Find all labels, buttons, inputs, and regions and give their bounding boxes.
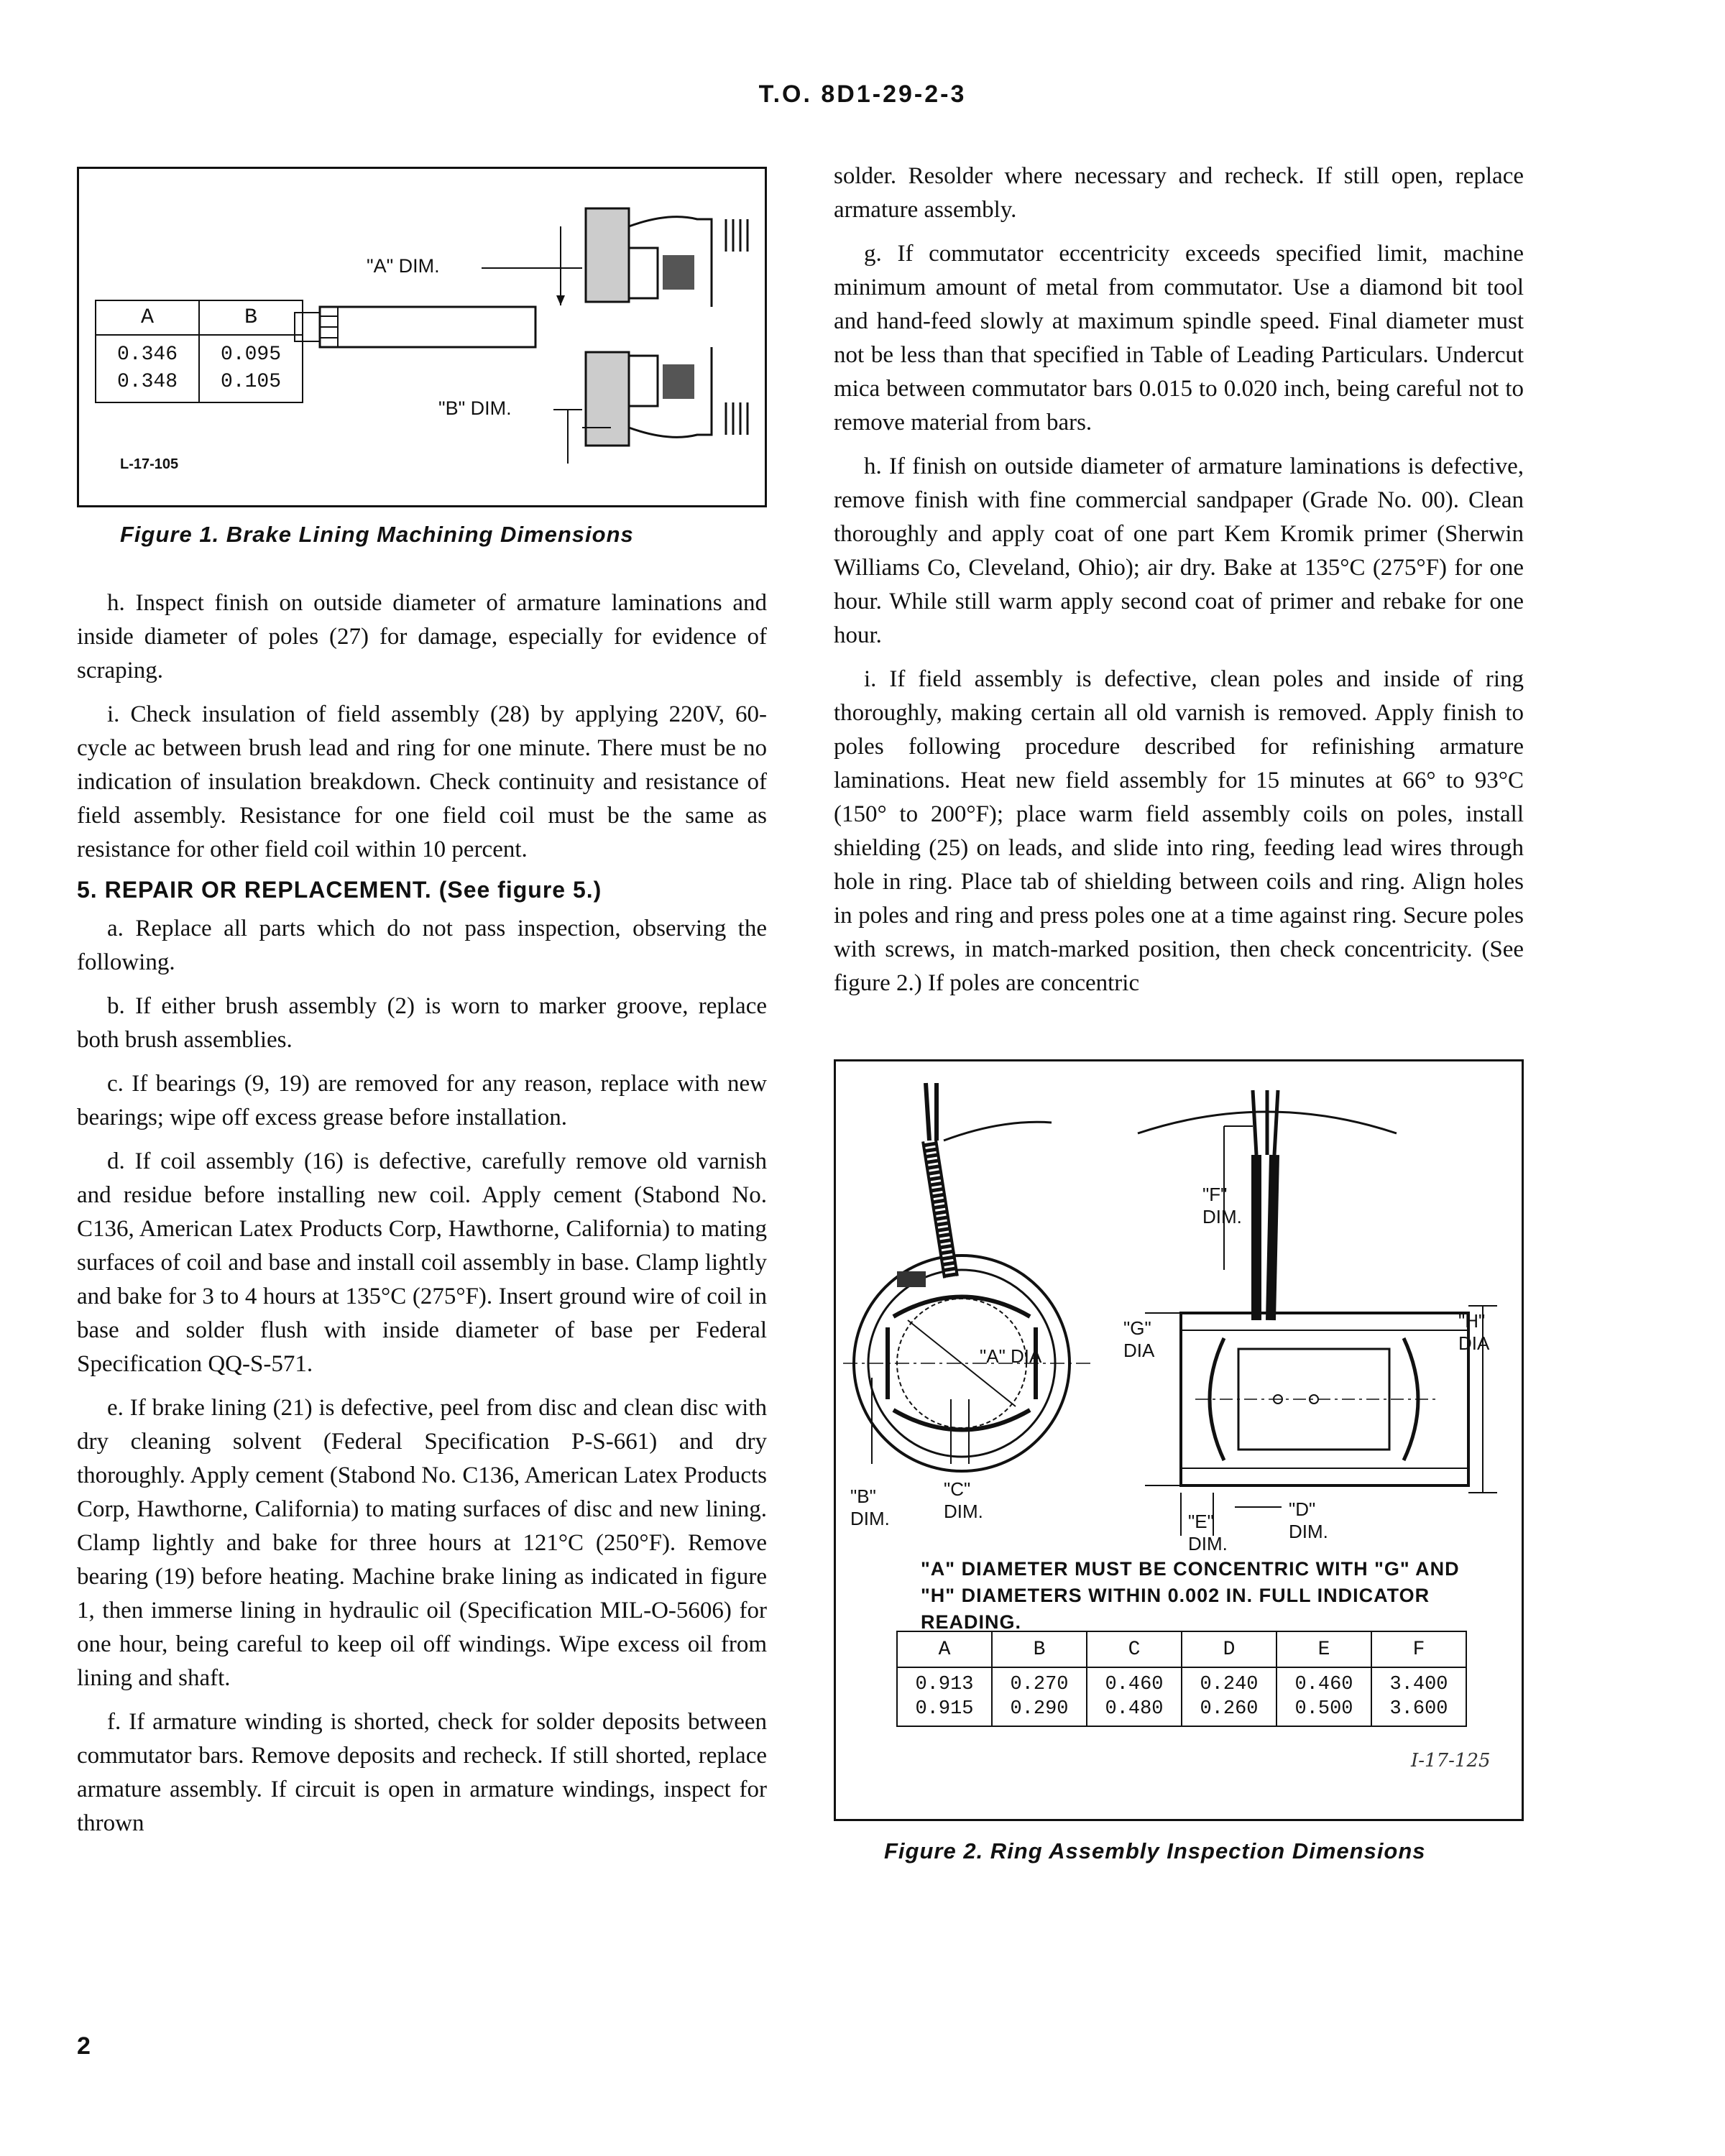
table-cell-b: 0.270 0.290: [991, 1667, 1087, 1727]
table-header-e: E: [1276, 1631, 1372, 1668]
table-cell-e: 0.460 0.500: [1276, 1667, 1372, 1727]
table-header-a: A: [896, 1631, 993, 1668]
label-b-dim: "B" DIM.: [850, 1485, 890, 1529]
table-cell-a: 0.913 0.915: [896, 1667, 993, 1727]
figure-2-dimension-table: A B C D E F 0.913 0.915 0.270 0.290 0.46…: [896, 1631, 1467, 1727]
label-e-dim: "E" DIM.: [1188, 1511, 1228, 1554]
para-right-h: h. If finish on outside diameter of arma…: [834, 453, 1524, 648]
label-a-dia: "A" DIA: [980, 1345, 1042, 1367]
table-header-a: A: [95, 300, 200, 336]
table-cell-d: 0.240 0.260: [1181, 1667, 1277, 1727]
table-cell-b: 0.095 0.105: [198, 334, 303, 403]
table-header-f: F: [1371, 1631, 1467, 1668]
label-h-dia: "H" DIA: [1458, 1310, 1490, 1354]
table-header-c: C: [1086, 1631, 1182, 1668]
left-column: A B 0.346 0.348 0.095 0.105: [77, 167, 767, 1851]
table-header-b: B: [991, 1631, 1087, 1668]
document-number-header: T.O. 8D1-29-2-3: [758, 80, 967, 108]
para-left-i: i. Check insulation of field assembly (2…: [77, 701, 767, 862]
para-left-c: c. If bearings (9, 19) are removed for a…: [77, 1071, 767, 1130]
figure-2-ref: I-17-125: [1411, 1750, 1491, 1772]
para-left-h: h. Inspect finish on outside diameter of…: [77, 590, 767, 683]
label-g-dia: "G" DIA: [1123, 1317, 1155, 1361]
brake-lining-drawing: [294, 207, 749, 464]
figure-1-caption: Figure 1. Brake Lining Machining Dimensi…: [120, 522, 634, 547]
para-left-b: b. If either brush assembly (2) is worn …: [77, 993, 767, 1053]
para-left-f: f. If armature winding is shorted, check…: [77, 1709, 767, 1836]
right-column: solder. Resolder where necessary and rec…: [834, 160, 1524, 1864]
para-right-i: i. If field assembly is defective, clean…: [834, 666, 1524, 996]
figure-2-caption: Figure 2. Ring Assembly Inspection Dimen…: [884, 1838, 1426, 1864]
section-heading-repair: 5. REPAIR OR REPLACEMENT. (See figure 5.…: [77, 877, 602, 903]
para-left-d: d. If coil assembly (16) is defective, c…: [77, 1148, 767, 1377]
concentricity-note: "A" DIAMETER MUST BE CONCENTRIC WITH "G"…: [921, 1558, 1460, 1633]
para-right-g: g. If commutator eccentricity exceeds sp…: [834, 241, 1524, 436]
table-cell-a: 0.346 0.348: [95, 334, 200, 403]
figure-1: A B 0.346 0.348 0.095 0.105: [77, 167, 767, 507]
figure-2: "A" DIA "B" DIM. "C" DIM. "D" DIM. "E" D…: [834, 1059, 1524, 1821]
figure-1-ref: L-17-105: [120, 456, 179, 472]
table-cell-c: 0.460 0.480: [1086, 1667, 1182, 1727]
label-c-dim: "C" DIM.: [944, 1478, 983, 1522]
table-cell-f: 3.400 3.600: [1371, 1667, 1467, 1727]
ring-assembly-drawing: [843, 1082, 1497, 1536]
para-left-e: e. If brake lining (21) is defective, pe…: [77, 1395, 767, 1691]
dim-b-label: "B" DIM.: [438, 397, 512, 419]
para-right-f-continued: solder. Resolder where necessary and rec…: [834, 163, 1524, 223]
para-left-a: a. Replace all parts which do not pass i…: [77, 916, 767, 975]
figure-1-dimension-table: A B 0.346 0.348 0.095 0.105: [95, 300, 303, 403]
table-header-b: B: [198, 300, 303, 336]
label-d-dim: "D" DIM.: [1289, 1498, 1328, 1542]
label-f-dim: "F" DIM.: [1202, 1184, 1242, 1227]
page-number: 2: [77, 2032, 91, 2060]
dim-a-label: "A" DIM.: [367, 255, 440, 277]
table-header-d: D: [1181, 1631, 1277, 1668]
